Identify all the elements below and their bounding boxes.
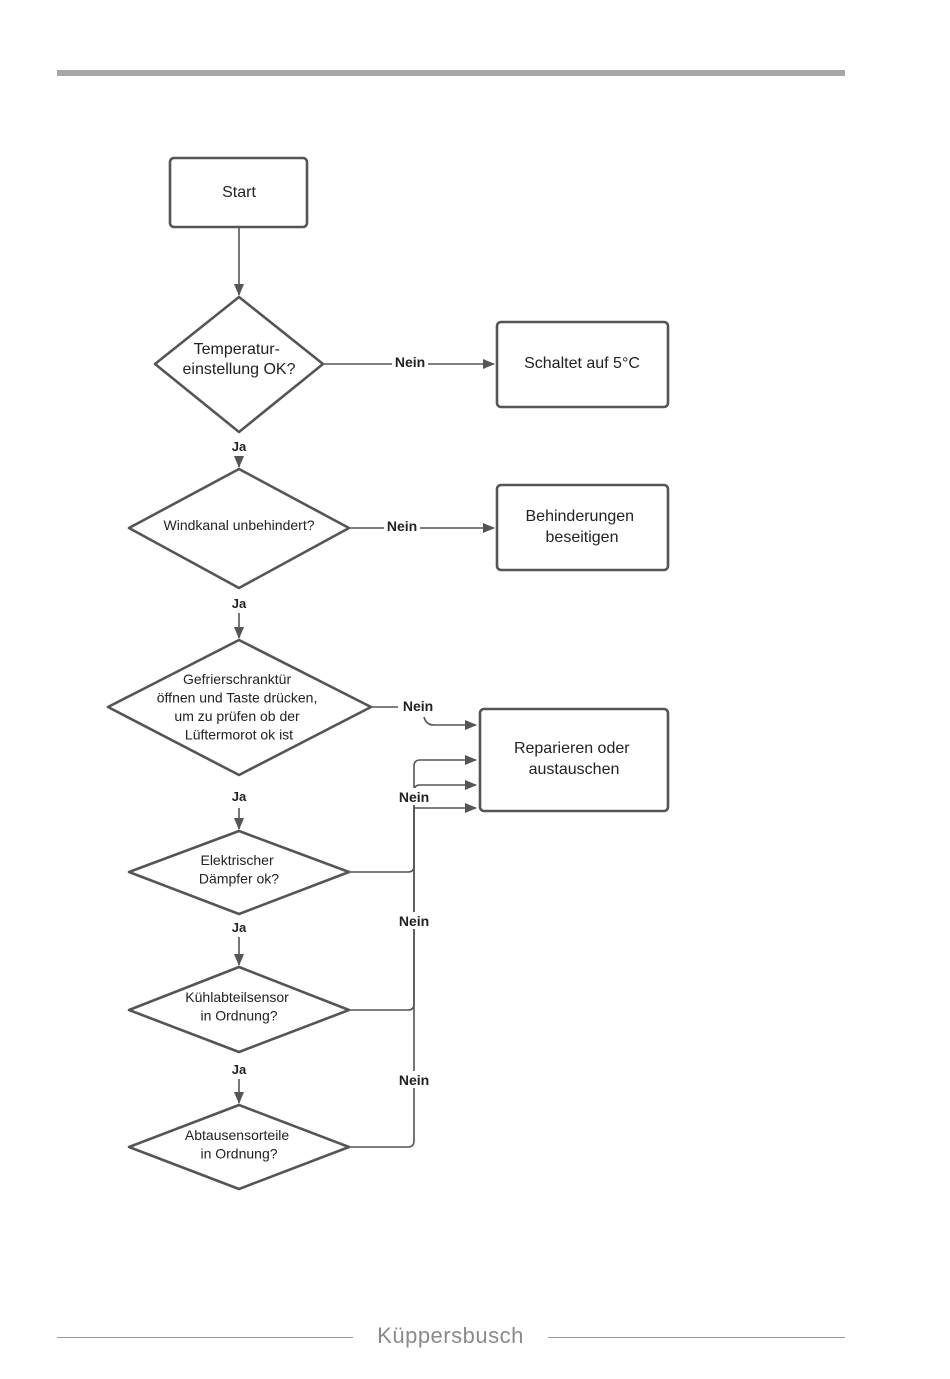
damper-text: Elektrischer Dämpfer ok? (199, 852, 279, 887)
damper-line: Elektrischer (200, 852, 273, 868)
fridge-sensor-line: in Ordnung? (200, 1008, 277, 1024)
edge-fridge-sensor-no (349, 780, 477, 1011)
air-duct-text: Windkanal unbehindert? (164, 517, 315, 533)
freezer-fan-text: Gefrierschranktür öffnen und Taste drück… (157, 671, 322, 743)
header-rule (57, 70, 845, 76)
set-5c-line: Schaltet auf 5°C (524, 355, 640, 372)
freezer-fan-line: um zu prüfen ob der (174, 708, 300, 724)
remove-obstruction-line: Behinderungen (526, 508, 635, 525)
yes-label: Ja (232, 1062, 247, 1077)
repair-action (478, 707, 670, 813)
start-line: Start (222, 184, 256, 201)
connectors (234, 228, 495, 1148)
fridge-sensor-decision (127, 965, 351, 1054)
defrost-sensor-line: in Ordnung? (200, 1146, 277, 1162)
damper-decision (127, 829, 351, 916)
fridge-sensor-line: Kühlabteilsensor (185, 989, 289, 1005)
freezer-fan-line: öffnen und Taste drücken, (157, 690, 318, 706)
freezer-fan-line: Lüftermorot ok ist (185, 727, 293, 743)
start-text: Start (222, 184, 256, 201)
remove-obstruction-action (495, 483, 670, 572)
no-label: Nein (403, 698, 433, 714)
no-label: Nein (395, 354, 425, 370)
temperature-line: Temperatur- (194, 341, 280, 358)
footer-rule-right (548, 1337, 845, 1338)
edge-defrost-sensor-no (349, 803, 477, 1148)
repair-line: Reparieren oder (514, 740, 630, 757)
no-label: Nein (399, 789, 429, 805)
temperature-line: einstellung OK? (183, 361, 296, 378)
no-label: Nein (399, 913, 429, 929)
remove-obstruction-text: Behinderungen beseitigen (526, 508, 639, 546)
damper-line: Dämpfer ok? (199, 871, 279, 887)
freezer-fan-line: Gefrierschranktür (183, 671, 291, 687)
no-label: Nein (399, 1072, 429, 1088)
defrost-sensor-text: Abtausensorteile in Ordnung? (185, 1127, 293, 1162)
defrost-sensor-decision (127, 1103, 351, 1191)
air-duct-line: Windkanal unbehindert? (164, 517, 315, 533)
set-5c-text: Schaltet auf 5°C (524, 355, 640, 372)
yes-label: Ja (232, 596, 247, 611)
set-5c-action (495, 320, 670, 409)
edge-damper-no (349, 755, 477, 873)
yes-label: Ja (232, 789, 247, 804)
brand-logo: Küppersbusch (377, 1323, 524, 1348)
defrost-sensor-line: Abtausensorteile (185, 1127, 290, 1143)
repair-line: austauschen (529, 761, 620, 778)
freezer-fan-decision (106, 638, 373, 777)
yes-label: Ja (232, 920, 247, 935)
footer: Küppersbusch (0, 1320, 950, 1360)
temperature-text: Temperatur- einstellung OK? (183, 341, 296, 378)
footer-rule-left (57, 1337, 353, 1338)
fridge-sensor-text: Kühlabteilsensor in Ordnung? (185, 989, 292, 1024)
repair-text: Reparieren oder austauschen (514, 740, 634, 778)
air-duct-decision (127, 467, 351, 590)
temperature-decision (153, 295, 325, 434)
remove-obstruction-line: beseitigen (546, 529, 619, 546)
yes-label: Ja (232, 439, 247, 454)
edge-fan-no (371, 706, 476, 725)
no-label: Nein (387, 518, 417, 534)
start-node (168, 156, 309, 229)
